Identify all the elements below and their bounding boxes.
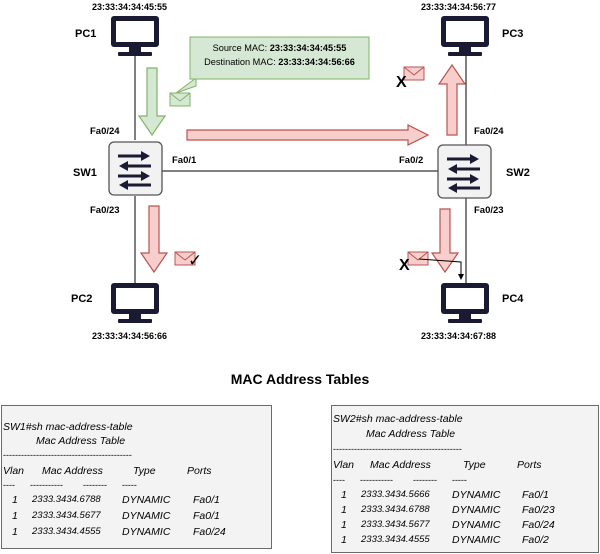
pc1-mac-label: 23:33:34:34:45:55: [92, 2, 167, 12]
table-row-cell: 2333.3434.5677: [361, 519, 430, 530]
table-row-cell: 1: [12, 526, 18, 538]
source-mac-label: Source MAC:: [212, 43, 268, 53]
table-row-cell: DYNAMIC: [122, 510, 171, 522]
sw1-port-fa01-label: Fa0/1: [172, 155, 197, 166]
pc4-delivery-arrow: [418, 258, 464, 280]
pc3-monitor-icon: [441, 16, 489, 56]
frame-arrow-sw2-to-pc4: [430, 208, 460, 274]
sw1-table-title: Mac Address Table: [36, 435, 126, 447]
envelope-flap: [407, 251, 429, 261]
sw1-header-ports: Ports: [187, 465, 212, 477]
pc4-monitor-icon: [441, 283, 489, 323]
sw2-header-mac: Mac Address: [370, 459, 431, 471]
envelope-flap: [174, 251, 196, 261]
sw1-header-type: Type: [133, 465, 156, 477]
destination-mac-label: Destination MAC:: [204, 57, 276, 67]
table-row-cell: Fa0/1: [193, 494, 220, 506]
table-row-cell: Fa0/2: [522, 534, 549, 546]
mac-tables-title: MAC Address Tables: [230, 371, 370, 387]
table-row-cell: 1: [341, 534, 347, 546]
sw1-label: SW1: [73, 167, 97, 179]
sw2-header-rule: ---- ----------- -------- -----: [333, 475, 467, 485]
pc2-label: PC2: [71, 293, 92, 305]
table-row-cell: DYNAMIC: [122, 526, 171, 538]
sw2-port-fa023-label: Fa0/23: [474, 205, 504, 216]
envelope-flap: [169, 92, 191, 102]
sw2-header-ports: Ports: [517, 459, 542, 471]
sw2-separator: ----------------------------------------…: [333, 444, 462, 454]
table-row-cell: 1: [12, 494, 18, 506]
table-row-cell: 1: [341, 519, 347, 531]
pc2-mac-label: 23:33:34:34:56:66: [92, 331, 167, 341]
destination-mac-value: 23:33:34:34:56:66: [278, 57, 355, 67]
dropped-mark-pc3: X: [396, 74, 407, 91]
sw1-separator: ----------------------------------------…: [3, 450, 132, 460]
sw2-mac-table: SW2#sh mac-address-table Mac Address Tab…: [331, 405, 599, 553]
sw2-switch-icon: [437, 144, 492, 199]
accepted-check-mark-pc2: ✓: [188, 251, 202, 271]
frame-arrow-sw1-to-sw2: [186, 124, 430, 146]
envelope-icon-pc2-frame: [174, 251, 196, 266]
frame-arrow-sw2-to-pc3: [437, 63, 467, 136]
sw1-switch-icon: [108, 141, 163, 196]
sw1-port-fa023-label: Fa0/23: [90, 205, 120, 216]
table-row-cell: DYNAMIC: [452, 519, 501, 531]
table-row-cell: 2333.3434.4555: [361, 534, 430, 545]
table-row-cell: 1: [341, 504, 347, 516]
sw2-label: SW2: [506, 167, 530, 179]
table-row-cell: 1: [12, 510, 18, 522]
table-row-cell: 2333.3434.6788: [361, 504, 430, 515]
table-row-cell: DYNAMIC: [452, 489, 501, 501]
envelope-icon-pc1-frame: [169, 92, 191, 107]
table-row-cell: DYNAMIC: [122, 494, 171, 506]
table-row-cell: Fa0/24: [522, 519, 555, 531]
table-row-cell: 2333.3434.6788: [32, 494, 101, 505]
sw1-port-fa024-label: Fa0/24: [90, 126, 120, 137]
sw2-header-vlan: Vlan: [333, 459, 355, 471]
callout-pointer: [175, 77, 197, 94]
sw2-command: SW2#sh mac-address-table: [333, 413, 463, 425]
sw1-header-mac: Mac Address: [42, 465, 103, 477]
envelope-icon-pc3-frame: [403, 66, 425, 81]
table-row-cell: DYNAMIC: [452, 534, 501, 546]
table-row-cell: Fa0/24: [193, 526, 226, 538]
table-row-cell: Fa0/1: [522, 489, 549, 501]
envelope-flap: [403, 66, 425, 76]
source-mac-value: 23:33:34:34:45:55: [269, 43, 347, 53]
sw2-port-fa024-label: Fa0/24: [474, 126, 504, 137]
table-row-cell: Fa0/1: [193, 510, 220, 522]
table-row-cell: 2333.3434.5677: [32, 510, 101, 521]
table-row-cell: 2333.3434.5666: [361, 489, 430, 500]
pc4-mac-label: 23:33:34:34:67:88: [421, 331, 496, 341]
frame-callout-text: Source MAC: 23:33:34:34:45:55 Destinatio…: [192, 41, 367, 69]
frame-arrow-sw1-to-pc2: [139, 205, 169, 274]
sw2-header-type: Type: [463, 459, 486, 471]
table-row-cell: 2333.3434.4555: [32, 526, 101, 537]
dropped-mark-pc4: X: [399, 257, 410, 274]
frame-arrow-pc1-to-sw1: [137, 67, 167, 137]
frame-callout-box: [189, 36, 370, 80]
sw1-header-vlan: Vlan: [3, 465, 25, 477]
pc1-monitor-icon: [111, 16, 159, 56]
sw1-command: SW1#sh mac-address-table: [3, 421, 133, 433]
sw2-table-title: Mac Address Table: [366, 428, 456, 440]
sw2-port-fa02-label: Fa0/2: [399, 155, 423, 166]
pc4-label: PC4: [502, 293, 524, 305]
pc2-monitor-icon: [111, 283, 159, 323]
pc3-label: PC3: [502, 28, 523, 40]
pc3-mac-label: 23:33:34:34:56:77: [421, 2, 496, 12]
table-row-cell: DYNAMIC: [452, 504, 501, 516]
sw1-mac-table: SW1#sh mac-address-table Mac Address Tab…: [1, 405, 272, 549]
envelope-icon-pc4-frame: [407, 251, 429, 266]
table-row-cell: Fa0/23: [522, 504, 555, 516]
table-row-cell: 1: [341, 489, 347, 501]
pc1-label: PC1: [75, 28, 96, 40]
sw1-header-rule: ---- ----------- -------- -----: [3, 480, 137, 490]
